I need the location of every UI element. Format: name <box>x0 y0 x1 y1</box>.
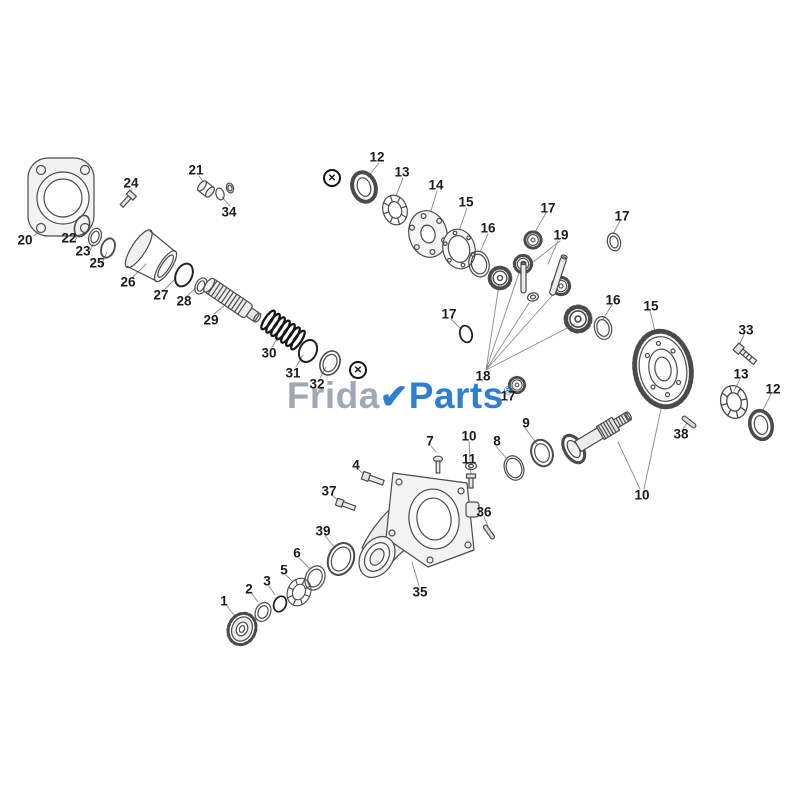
circled-x-marker: ✕ <box>349 361 367 379</box>
part-7-bolt <box>432 455 444 474</box>
part-label-34: 34 <box>221 204 237 220</box>
part-34-ring <box>215 187 225 201</box>
part-3-ring <box>272 595 288 613</box>
circled-x-marker: ✕ <box>323 169 341 187</box>
part-25-ring <box>100 237 116 259</box>
part-21-roller <box>197 180 215 198</box>
part-label-13: 13 <box>394 164 410 180</box>
part-label-11: 11 <box>461 451 477 467</box>
part-label-16: 16 <box>480 220 496 236</box>
part-23-ring <box>87 227 103 247</box>
part-label-35: 35 <box>412 584 428 600</box>
part-39-seal <box>326 542 356 576</box>
part-label-10: 10 <box>634 487 650 503</box>
part-20-flange-housing <box>27 157 95 237</box>
part-29-splined-shaft <box>203 277 262 323</box>
part-36-pin <box>482 524 496 540</box>
part-label-17: 17 <box>614 208 630 224</box>
part-19-cross-shaft <box>549 254 568 296</box>
part-19-pin <box>520 260 527 294</box>
part-label-18: 18 <box>475 368 491 384</box>
part-17-ring-right <box>606 232 622 252</box>
part-label-1: 1 <box>220 593 228 609</box>
part-10-pinion-shaft <box>561 411 633 465</box>
part-label-30: 30 <box>261 345 277 361</box>
part-label-22: 22 <box>61 230 77 246</box>
part-34-ring-b <box>225 182 235 194</box>
part-label-3: 3 <box>263 573 271 589</box>
part-26-sleeve <box>124 229 178 283</box>
part-label-6: 6 <box>293 545 301 561</box>
brand-text-parts: Parts <box>408 375 504 416</box>
part-label-2: 2 <box>245 581 253 597</box>
part-16-ring-right <box>593 316 613 340</box>
part-label-39: 39 <box>315 523 331 539</box>
part-label-9: 9 <box>522 415 530 431</box>
part-9-ring <box>530 438 554 468</box>
part-label-38: 38 <box>673 426 689 442</box>
part-label-19: 19 <box>553 227 569 243</box>
part-8-shim <box>503 455 525 481</box>
part-37-bolt <box>334 497 357 511</box>
part-label-27: 27 <box>153 287 169 303</box>
part-label-5: 5 <box>280 562 288 578</box>
part-27-oring <box>174 262 194 288</box>
part-35-housing <box>358 472 480 579</box>
part-30-spring <box>260 309 306 351</box>
part-label-7: 7 <box>426 433 434 449</box>
part-label-24: 24 <box>123 175 139 191</box>
part-label-33: 33 <box>738 322 754 338</box>
part-1-flange-nut <box>226 611 258 647</box>
part-label-29: 29 <box>203 312 219 328</box>
part-label-12: 12 <box>765 381 781 397</box>
brand-watermark: Frida✔Parts® <box>287 375 513 417</box>
part-32-ring <box>319 350 341 376</box>
part-label-26: 26 <box>120 274 136 290</box>
part-label-21: 21 <box>188 162 204 178</box>
part-38-pin <box>681 415 697 429</box>
part-11-bolt <box>465 473 477 489</box>
part-label-13: 13 <box>733 366 749 382</box>
part-6-ring <box>304 565 326 591</box>
part-label-8: 8 <box>493 433 501 449</box>
part-18-washer <box>526 292 540 302</box>
part-label-16: 16 <box>605 292 621 308</box>
part-label-17: 17 <box>500 388 516 404</box>
part-label-36: 36 <box>476 504 492 520</box>
part-10-washer <box>464 461 478 471</box>
part-31-snap-ring <box>297 338 319 364</box>
part-label-10: 10 <box>461 428 477 444</box>
part-label-14: 14 <box>428 177 444 193</box>
part-label-4: 4 <box>352 457 360 473</box>
brand-registered-mark: ® <box>503 383 514 398</box>
brand-checkmark-icon: ✔ <box>379 378 409 416</box>
part-label-31: 31 <box>285 365 301 381</box>
part-4-bolt <box>360 470 385 486</box>
part-label-15: 15 <box>643 298 659 314</box>
part-22-ring <box>73 214 91 238</box>
part-12-knurled-ring <box>350 170 378 204</box>
part-label-25: 25 <box>89 255 105 271</box>
part-label-15: 15 <box>458 194 474 210</box>
brand-text-frida: Frida <box>286 375 380 416</box>
part-24-bolt <box>119 189 137 208</box>
part-33-bolt <box>732 342 758 366</box>
part-15-ring-gear <box>632 328 694 410</box>
part-label-28: 28 <box>176 293 192 309</box>
part-17-ring-left <box>458 324 474 344</box>
part-label-23: 23 <box>75 243 91 259</box>
part-label-17: 17 <box>441 306 457 322</box>
part-label-12: 12 <box>369 149 385 165</box>
part-2-ring <box>254 601 272 623</box>
part-16-ring <box>468 250 490 278</box>
part-label-17: 17 <box>540 200 556 216</box>
part-label-20: 20 <box>17 232 33 248</box>
part-label-32: 32 <box>309 376 325 392</box>
part-15-plate <box>442 228 476 270</box>
part-12-ring-right <box>747 408 775 442</box>
part-label-37: 37 <box>321 483 337 499</box>
